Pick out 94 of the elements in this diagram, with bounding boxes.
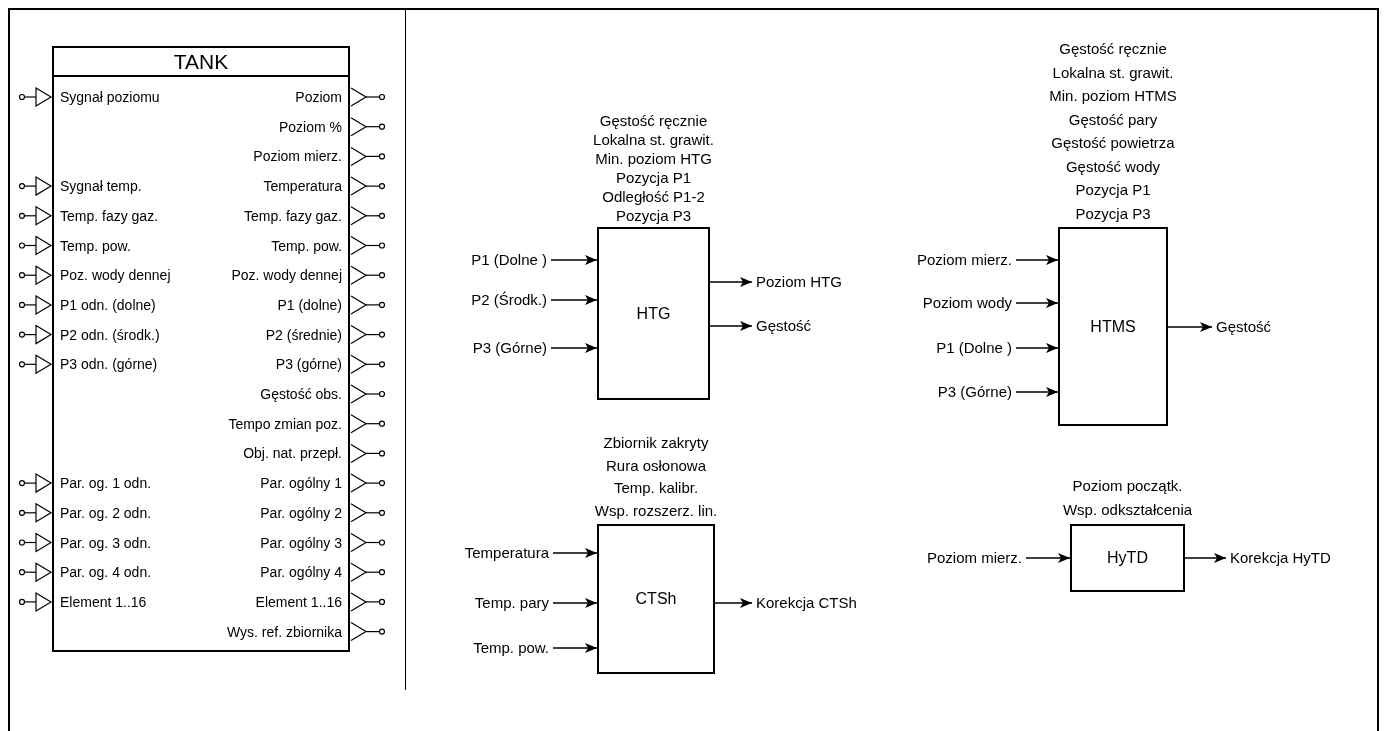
port-label: Element 1..16 xyxy=(60,593,147,610)
function-block xyxy=(597,227,710,400)
port-label: P2 (średnie) xyxy=(265,326,342,343)
parameter-label: Gęstość ręcznie xyxy=(599,111,708,130)
port-label: Poziom mierz. xyxy=(253,148,342,165)
parameter-label: Gęstość wody xyxy=(1065,156,1161,177)
signal-label: P3 (Górne) xyxy=(933,383,1016,401)
function-block xyxy=(1058,227,1168,426)
signal-label: Gęstość xyxy=(752,317,816,335)
block-title: TANK xyxy=(54,48,348,77)
port-label: Temp. fazy gaz. xyxy=(60,207,159,224)
signal-label: Poziom mierz. xyxy=(912,251,1016,269)
signal-label: Temp. pow. xyxy=(469,639,553,657)
signal-label: Gęstość xyxy=(1212,318,1276,336)
parameter-label: Wsp. rozszerz. lin. xyxy=(594,500,718,521)
arrow xyxy=(550,295,598,305)
parameter-label: Rura osłonowa xyxy=(605,455,707,476)
port-label: Par. ogólny 3 xyxy=(260,534,342,551)
parameter-label: Wsp. odkształcenia xyxy=(1062,500,1193,520)
signal-label: Korekcja CTSh xyxy=(752,594,861,612)
port-label: P1 (dolne) xyxy=(277,296,342,313)
port-label: Gęstość obs. xyxy=(260,386,342,402)
parameter-label: Min. poziom HTMS xyxy=(1049,86,1177,106)
signal-label: Temperatura xyxy=(460,544,553,562)
port-label: P3 odn. (górne) xyxy=(60,356,158,373)
port-label: Par. og. 2 odn. xyxy=(60,504,152,521)
port-label: P2 odn. (środk.) xyxy=(60,326,160,343)
arrow xyxy=(709,277,753,287)
parameter-label: Zbiornik zakryty xyxy=(603,433,709,453)
arrow xyxy=(714,598,753,608)
parameter-label: Gęstość pary xyxy=(1068,109,1158,130)
arrow xyxy=(1025,553,1071,563)
port-label: Par. og. 4 odn. xyxy=(60,564,152,581)
arrow xyxy=(1015,298,1059,308)
port-label: Par. og. 1 odn. xyxy=(60,475,152,492)
parameter-label: Lokalna st. grawit. xyxy=(1052,62,1174,83)
port-label: Poziom xyxy=(295,89,342,105)
port-label: Temperatura xyxy=(263,178,342,195)
port-label: Par. ogólny 2 xyxy=(260,504,342,521)
signal-label: P3 (Górne) xyxy=(468,339,551,357)
arrow xyxy=(550,255,598,265)
parameter-label: Lokalna st. grawit. xyxy=(593,130,714,149)
port-label: Par. ogólny 1 xyxy=(260,475,342,492)
arrow xyxy=(552,598,598,608)
port-label: Temp. pow. xyxy=(271,237,342,254)
port-label: Tempo zmian poz. xyxy=(228,415,342,432)
block-label: HTG xyxy=(636,303,671,324)
parameter-label: Odległość P1-2 xyxy=(602,187,705,206)
port-label: Element 1..16 xyxy=(255,593,342,610)
function-block xyxy=(1070,524,1185,592)
arrow xyxy=(1015,255,1059,265)
parameter-label: Temp. kalibr. xyxy=(613,478,699,498)
port-label: P3 (górne) xyxy=(275,356,342,373)
block-label: HyTD xyxy=(1107,548,1148,568)
function-block xyxy=(52,46,350,652)
signal-label: Poziom mierz. xyxy=(922,549,1026,567)
block-label: CTSh xyxy=(635,589,677,609)
port-label: Poz. wody dennej xyxy=(231,267,342,284)
signal-label: P1 (Dolne ) xyxy=(932,339,1016,357)
arrow xyxy=(1184,553,1227,563)
arrow xyxy=(1015,387,1059,397)
port-label: P1 odn. (dolne) xyxy=(60,296,156,313)
signal-label: Temp. pary xyxy=(470,594,553,612)
arrow xyxy=(1015,343,1059,353)
parameter-label: Pozycja P1 xyxy=(615,168,691,187)
port-label: Par. og. 3 odn. xyxy=(60,534,152,551)
parameter-label: Gęstość ręcznie xyxy=(1059,39,1167,59)
arrow xyxy=(552,548,598,558)
parameter-label: Gęstość powietrza xyxy=(1051,133,1175,153)
port-label: Sygnał temp. xyxy=(60,178,142,195)
signal-label: Poziom HTG xyxy=(752,273,846,291)
parameter-label: Min. poziom HTG xyxy=(595,149,712,168)
signal-label: Korekcja HyTD xyxy=(1226,549,1335,567)
block-label: HTMS xyxy=(1090,316,1136,337)
parameter-label: Pozycja P3 xyxy=(615,206,691,225)
arrow xyxy=(550,343,598,353)
port-label: Par. ogólny 4 xyxy=(260,564,342,581)
signal-label: Poziom wody xyxy=(918,294,1016,312)
parameter-label: Pozycja P3 xyxy=(1075,203,1151,224)
arrow xyxy=(552,643,598,653)
port-label: Poziom % xyxy=(278,118,342,135)
arrow xyxy=(709,321,753,331)
function-block xyxy=(597,524,715,674)
signal-label: P2 (Środk.) xyxy=(467,291,551,309)
port-label: Wys. ref. zbiornika xyxy=(227,623,342,640)
port-label: Obj. nat. przepł. xyxy=(243,445,342,462)
arrow xyxy=(1167,322,1213,332)
port-label: Poz. wody dennej xyxy=(60,267,171,284)
parameter-label: Poziom początk. xyxy=(1072,476,1183,496)
parameter-label: Pozycja P1 xyxy=(1075,180,1151,200)
port-label: Sygnał poziomu xyxy=(60,89,160,105)
signal-label: P1 (Dolne ) xyxy=(467,251,551,269)
port-label: Temp. pow. xyxy=(60,237,131,254)
port-label: Temp. fazy gaz. xyxy=(243,207,342,224)
